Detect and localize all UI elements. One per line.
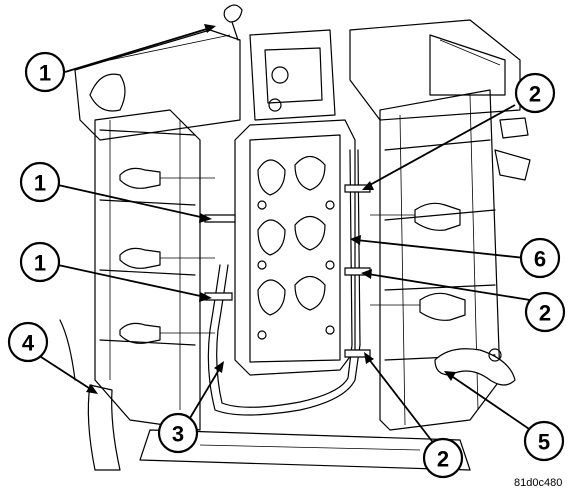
callout-4-left: 4 (7, 321, 49, 363)
harness-clips (204, 184, 371, 358)
callout-6-right: 6 (519, 237, 561, 279)
callout-label: 2 (437, 447, 449, 472)
figure-code: 81d0c480 (514, 477, 562, 489)
wiring-harness (207, 149, 361, 416)
callout-1-middle-left: 1 (19, 161, 61, 203)
callout-2-upper-right: 2 (514, 72, 556, 114)
callout-label: 3 (172, 422, 184, 447)
callout-3-bottom-center: 3 (157, 412, 199, 454)
callout-label: 1 (34, 171, 46, 196)
callout-1-lower-left: 1 (19, 241, 61, 283)
engine-block (74, 4, 531, 471)
callout-label: 2 (529, 82, 541, 107)
callout-2-lower-right: 2 (422, 437, 464, 479)
callout-5-bottom-right: 5 (523, 420, 565, 462)
left-hose (59, 319, 121, 471)
callout-2-middle-right: 2 (524, 291, 566, 333)
callout-label: 6 (534, 247, 546, 272)
right-hose (434, 348, 516, 386)
callout-label: 1 (39, 61, 51, 86)
callout-label: 5 (538, 430, 550, 455)
callout-1-upper-left: 1 (24, 51, 66, 93)
leader-lines (37, 24, 536, 446)
callout-label: 2 (539, 301, 551, 326)
callout-label: 4 (22, 331, 35, 356)
callout-label: 1 (34, 251, 46, 276)
